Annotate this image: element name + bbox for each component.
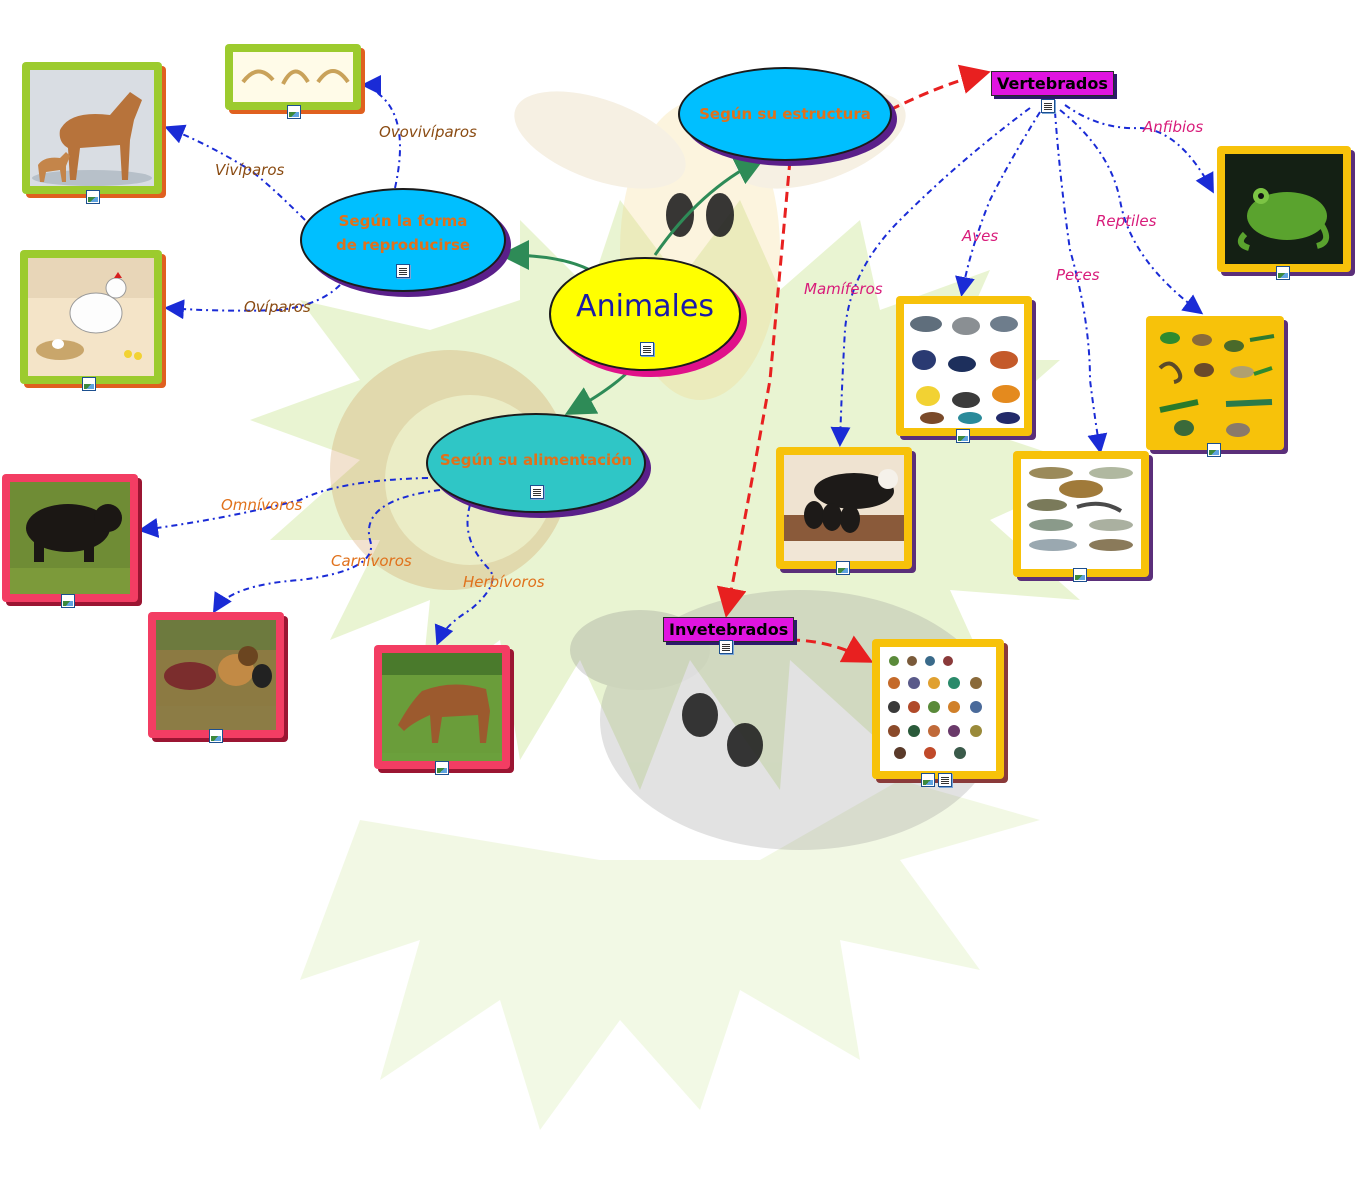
label-omnivoros: Omnívoros (221, 496, 302, 514)
label-oviparos: Ovíparos (244, 298, 311, 316)
bear-illustration (10, 482, 130, 568)
image-mamiferos-dogs[interactable] (776, 447, 912, 569)
label-reptiles: Reptiles (1096, 212, 1156, 230)
image-icon[interactable] (86, 190, 100, 204)
dogs-illustration (784, 455, 904, 541)
central-node[interactable]: Animales (549, 257, 741, 371)
label-aves: Aves (962, 227, 998, 245)
label-herbivoros: Herbívoros (463, 573, 545, 591)
image-icon[interactable] (435, 761, 449, 775)
image-omnivoros-bear[interactable] (2, 474, 138, 602)
hen-illustration (28, 258, 154, 376)
embryo-illustration (233, 52, 353, 102)
image-icon[interactable] (956, 429, 970, 443)
lions-illustration (156, 620, 276, 706)
image-carnivoros-lions[interactable] (148, 612, 284, 738)
branch-alimentacion[interactable]: Según su alimentación (426, 413, 646, 513)
image-anfibios-frog[interactable] (1217, 146, 1351, 272)
image-reptiles[interactable] (1146, 316, 1284, 450)
branch-estructura[interactable]: Según su estructura (678, 67, 892, 161)
branch-reproduccion[interactable]: Según la forma de reproducirse (300, 188, 506, 292)
image-aves-birds[interactable] (896, 296, 1032, 436)
image-icon[interactable] (209, 729, 223, 743)
document-icon[interactable] (1041, 99, 1055, 113)
invertebrates-illustration (880, 647, 996, 771)
birds-illustration (904, 304, 1024, 428)
tag-invertebrados[interactable]: Invetebrados (663, 617, 794, 642)
label-ovoviviparos: Ovovivíparos (379, 123, 477, 141)
image-icon[interactable] (1276, 266, 1290, 280)
image-icon[interactable] (61, 594, 75, 608)
label-mamiferos: Mamíferos (804, 280, 883, 298)
image-icon[interactable] (1207, 443, 1221, 457)
tag-vertebrados[interactable]: Vertebrados (991, 71, 1114, 96)
document-icon[interactable] (719, 640, 733, 654)
image-oviparos-hen[interactable] (20, 250, 162, 384)
image-viviparos-horse[interactable] (22, 62, 162, 194)
horse-illustration (30, 70, 154, 186)
tag-vertebrados-label: Vertebrados (997, 74, 1108, 93)
image-icon[interactable] (1073, 568, 1087, 582)
branch-estructura-label: Según su estructura (699, 105, 871, 123)
label-carnivoros: Carnívoros (331, 552, 412, 570)
image-icon[interactable] (82, 377, 96, 391)
image-ovoviviparos[interactable] (225, 44, 361, 110)
document-icon[interactable] (640, 342, 654, 356)
tag-invertebrados-label: Invetebrados (669, 620, 788, 639)
image-icon[interactable] (287, 105, 301, 119)
document-icon[interactable] (530, 485, 544, 499)
image-invertebrados[interactable] (872, 639, 1004, 779)
image-icon[interactable] (836, 561, 850, 575)
cow-illustration (382, 653, 502, 753)
label-peces: Peces (1056, 266, 1100, 284)
fish-illustration (1021, 459, 1141, 569)
image-herbivoros-cow[interactable] (374, 645, 510, 769)
document-icon[interactable] (938, 773, 952, 787)
branch-reproduccion-label: Según la forma de reproducirse (328, 209, 478, 257)
image-icon[interactable] (921, 773, 935, 787)
label-anfibios: Anfibios (1143, 118, 1203, 136)
central-node-label: Animales (576, 289, 714, 324)
label-viviparos: Vivíparos (215, 161, 284, 179)
frog-illustration (1225, 154, 1343, 264)
branch-alimentacion-label: Según su alimentación (440, 451, 632, 469)
reptiles-illustration (1154, 324, 1276, 442)
image-peces-fish[interactable] (1013, 451, 1149, 577)
document-icon[interactable] (396, 264, 410, 278)
